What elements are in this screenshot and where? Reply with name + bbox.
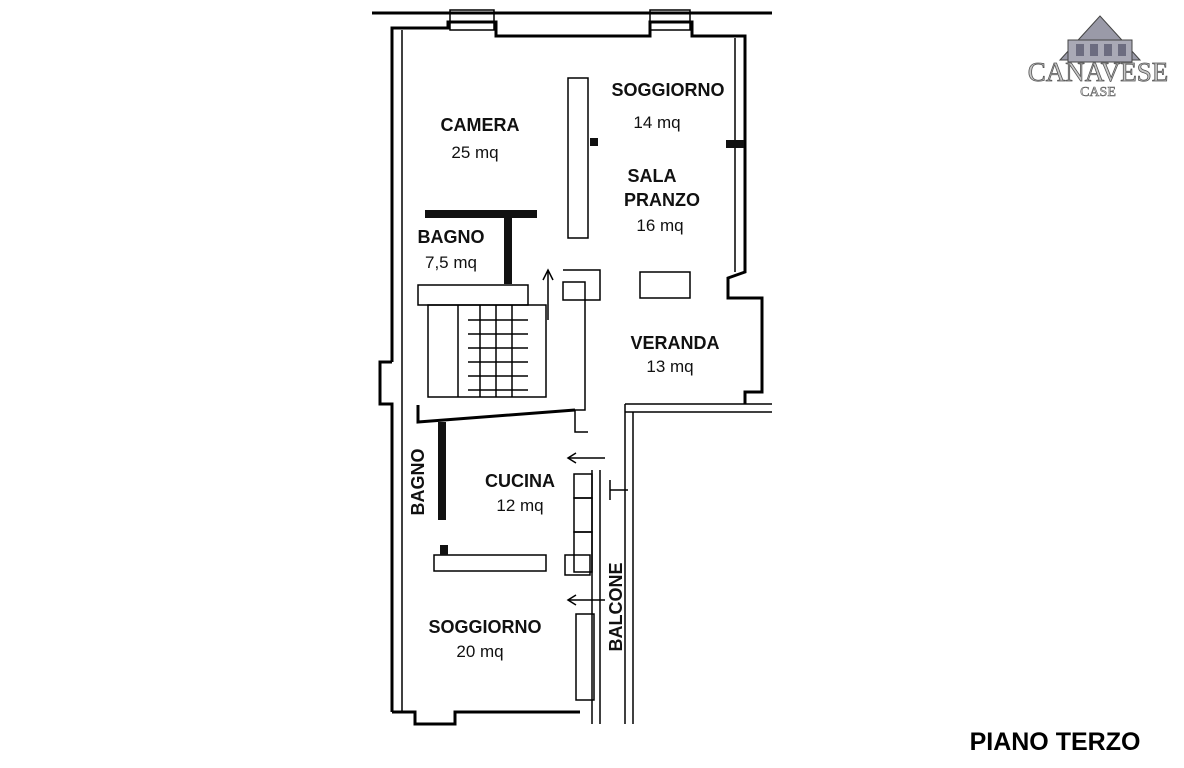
logo-sub: CASE <box>1080 85 1116 100</box>
canavese-case-logo: CANAVESE CASE <box>1027 15 1169 100</box>
arrow-head-icon <box>542 268 554 281</box>
veranda-label: VERANDA <box>630 333 719 353</box>
veranda-area: 13 mq <box>646 357 693 376</box>
balcone-label: BALCONE <box>606 563 626 652</box>
sala-label-line2: PRANZO <box>624 190 700 210</box>
camera-area: 25 mq <box>451 143 498 162</box>
cucina-area: 12 mq <box>496 496 543 515</box>
staircase <box>417 284 547 398</box>
cucina-label: CUCINA <box>485 471 555 491</box>
bagno-top-area: 7,5 mq <box>425 253 477 272</box>
soggiorno-bottom-area: 20 mq <box>456 642 503 661</box>
camera-label: CAMERA <box>441 115 520 135</box>
bagno-top-label: BAGNO <box>418 227 485 247</box>
sala-pranzo-area: 16 mq <box>636 216 683 235</box>
interior-walls <box>416 77 744 701</box>
sala-label-line1: SALA <box>628 166 677 186</box>
logo-name: CANAVESE <box>1028 57 1169 87</box>
house-icon <box>1058 15 1142 63</box>
soggiorno-bottom-label: SOGGIORNO <box>428 617 541 637</box>
bagno-bottom-label: BAGNO <box>408 449 428 516</box>
floor-title: PIANO TERZO <box>970 728 1141 756</box>
room-labels: CAMERA 25 mq SOGGIORNO 14 mq SALA PRANZO… <box>408 80 725 661</box>
soggiorno-top-area: 14 mq <box>633 113 680 132</box>
exterior-walls <box>372 9 772 726</box>
soggiorno-top-label: SOGGIORNO <box>611 80 724 100</box>
